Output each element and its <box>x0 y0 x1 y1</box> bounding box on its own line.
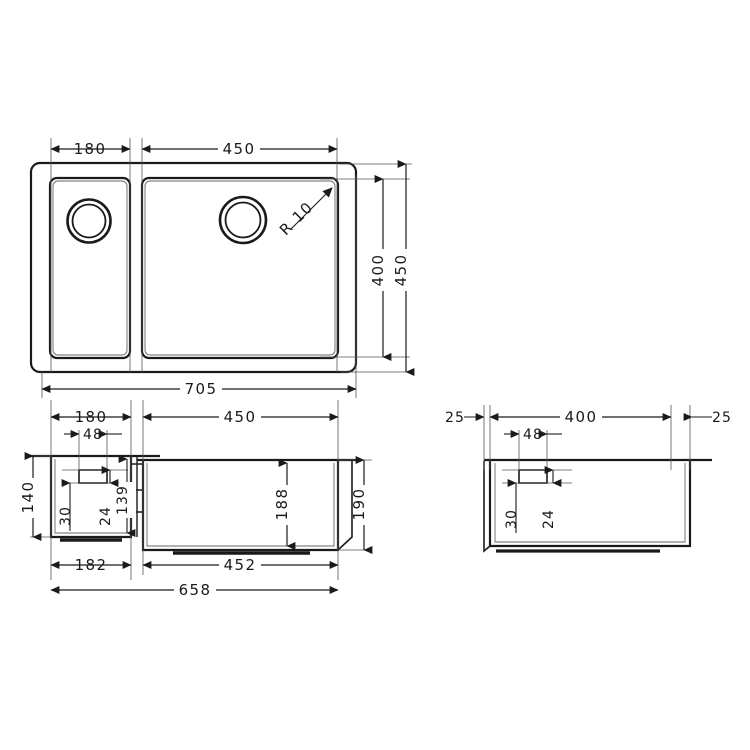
dim-label-400: 400 <box>369 254 387 287</box>
side-bowl-inner <box>494 463 686 543</box>
small-bowl-drain-inner-icon <box>71 203 107 239</box>
side-elevation-view: 25 400 25 48 30 24 <box>445 405 732 553</box>
dim-label-24-elev: 24 <box>98 506 114 526</box>
dim-label-182: 182 <box>75 556 108 574</box>
radius-leader-line <box>290 187 333 230</box>
dim-label-705: 705 <box>185 380 218 398</box>
small-bowl-elevation-inner <box>54 459 127 534</box>
dim-label-30-side: 30 <box>504 509 520 529</box>
dim-label-188: 188 <box>273 488 291 521</box>
dim-label-180-elev: 180 <box>75 408 108 426</box>
large-bowl-elevation-inner <box>146 463 335 547</box>
dim-label-450-top: 450 <box>223 140 256 158</box>
top-view-large-bowl-inner-line <box>144 180 336 356</box>
large-bowl-drain-inner-icon <box>224 201 262 239</box>
dim-label-25-left: 25 <box>445 410 465 426</box>
top-view-outer-body <box>29 161 358 374</box>
side-bowl-taper-left <box>483 461 491 553</box>
dim-label-180-top: 180 <box>74 140 107 158</box>
dim-label-48-elev: 48 <box>83 427 103 443</box>
dim-label-30-elev: 30 <box>58 506 74 526</box>
front-elevation-view: 180 48 450 140 30 24 139 188 190 18 <box>19 400 373 599</box>
large-bowl-side-taper <box>337 461 353 551</box>
side-bowl-body <box>488 460 692 548</box>
dim-label-450-vertical: 450 <box>392 254 410 287</box>
dim-label-25-right: 25 <box>712 410 732 426</box>
dim-label-139: 139 <box>115 485 131 515</box>
side-overflow-slot <box>518 469 548 484</box>
dim-label-24-side: 24 <box>541 509 557 529</box>
dim-label-400-side: 400 <box>565 408 598 426</box>
large-bowl-elevation-body <box>141 460 340 552</box>
dim-label-452: 452 <box>224 556 257 574</box>
large-bowl-drain-outer-icon <box>218 195 268 245</box>
small-bowl-drain-outer-icon <box>66 198 112 244</box>
small-bowl-overflow-slot <box>78 469 108 484</box>
dim-label-140: 140 <box>19 481 37 514</box>
top-view: 180 450 705 400 450 R 10 <box>29 138 415 398</box>
dim-label-r10: R 10 <box>276 198 317 239</box>
dim-label-48-side: 48 <box>523 427 543 443</box>
dim-label-450-elev: 450 <box>224 408 257 426</box>
dim-label-190: 190 <box>350 488 368 521</box>
top-view-small-bowl-inner-line <box>52 180 128 356</box>
dim-label-658: 658 <box>179 581 212 599</box>
